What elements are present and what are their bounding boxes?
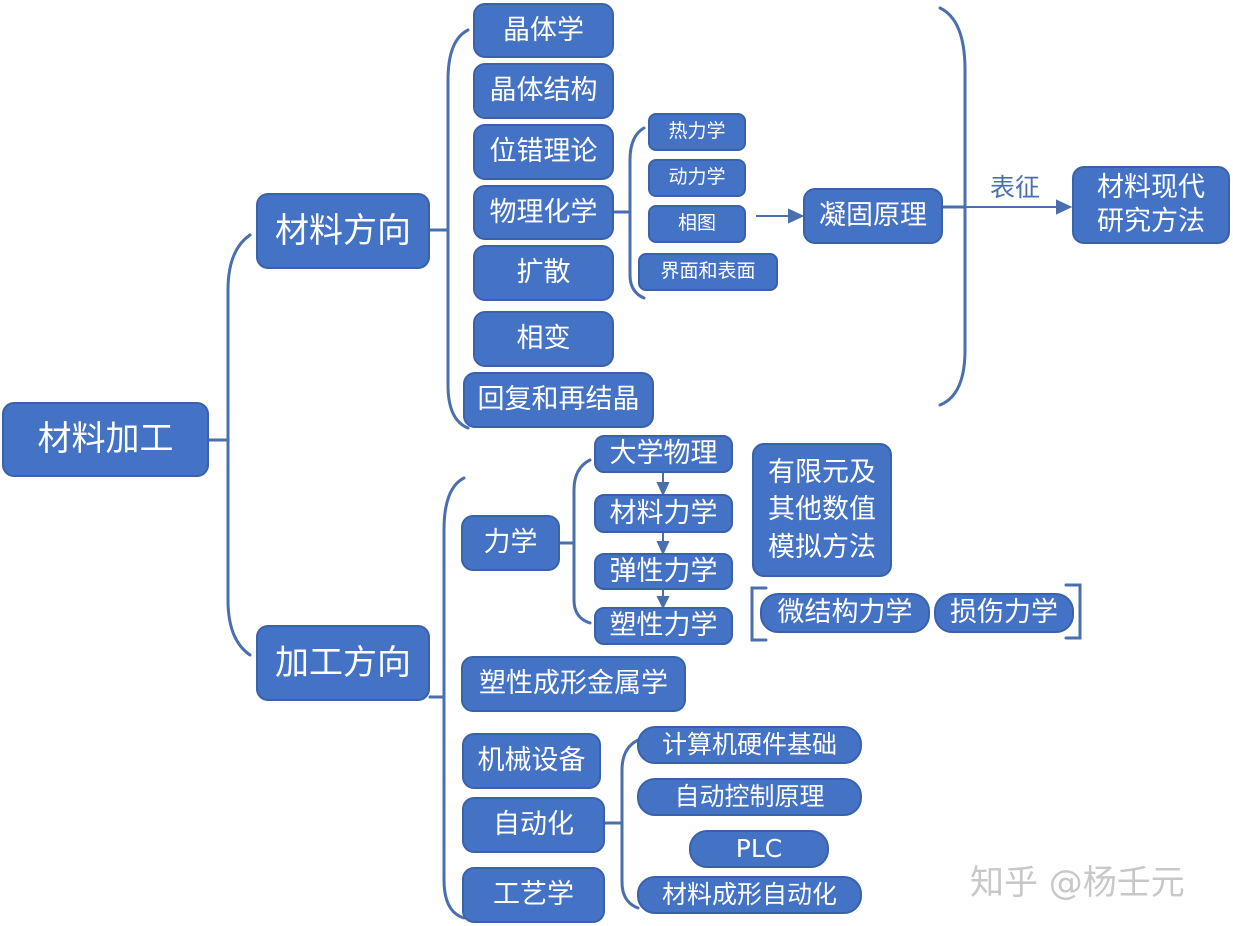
node-physical-chemistry: 物理化学 [473, 185, 614, 240]
materials-brace [446, 28, 470, 430]
micro-bracket-left [750, 586, 768, 642]
node-phase-diagram: 相图 [648, 205, 746, 243]
arrow-head-modern [1056, 199, 1073, 215]
node-process-engineering: 工艺学 [462, 867, 605, 923]
node-numerical-methods: 有限元及 其他数值 模拟方法 [752, 443, 892, 577]
watermark: 知乎 @杨壬元 [970, 863, 1185, 903]
branch-processing: 加工方向 [256, 625, 430, 701]
physchem-brace [628, 126, 646, 300]
node-crystallography: 晶体学 [473, 3, 614, 58]
node-damage-mechanics: 损伤力学 [934, 593, 1074, 633]
node-recovery-recrystallization: 回复和再结晶 [463, 372, 654, 428]
node-modern-research-methods: 材料现代 研究方法 [1072, 166, 1230, 244]
node-university-physics: 大学物理 [594, 435, 733, 473]
node-plastic-forming-metallurgy: 塑性成形金属学 [461, 656, 686, 712]
automation-brace [620, 738, 640, 910]
node-dislocation-theory: 位错理论 [473, 124, 614, 180]
mechanics-brace [572, 458, 592, 625]
node-plc: PLC [689, 830, 829, 868]
node-forming-automation: 材料成形自动化 [637, 876, 862, 914]
branch-materials: 材料方向 [256, 193, 430, 269]
root-brace [226, 233, 252, 657]
node-mechanics: 力学 [461, 515, 560, 571]
root-node: 材料加工 [2, 402, 209, 477]
node-microstructure-mechanics: 微结构力学 [760, 593, 930, 633]
node-thermodynamics: 热力学 [648, 113, 746, 151]
big-right-brace [938, 6, 967, 407]
node-kinetics: 动力学 [648, 159, 746, 197]
node-diffusion: 扩散 [473, 245, 614, 301]
node-computer-hardware-basics: 计算机硬件基础 [637, 726, 862, 764]
processing-brace [442, 476, 466, 920]
edge-label-characterization: 表征 [990, 173, 1041, 202]
node-mechanics-of-materials: 材料力学 [594, 494, 733, 533]
node-solidification: 凝固原理 [803, 188, 943, 244]
node-mechanical-equipment: 机械设备 [462, 733, 601, 789]
node-plasticity: 塑性力学 [594, 607, 733, 645]
node-crystal-structure: 晶体结构 [473, 63, 614, 119]
arrow-head-chain-3 [656, 596, 670, 610]
node-automation: 自动化 [462, 797, 605, 853]
micro-bracket-right [1064, 583, 1082, 640]
node-automatic-control-principles: 自动控制原理 [637, 778, 862, 816]
arrow-head-solidification [788, 208, 805, 224]
node-elasticity: 弹性力学 [594, 553, 733, 590]
arrow-head-chain-2 [656, 541, 670, 556]
node-interface-surface: 界面和表面 [638, 253, 778, 291]
node-phase-transformation: 相变 [473, 311, 614, 367]
arrow-head-chain-1 [656, 482, 670, 497]
